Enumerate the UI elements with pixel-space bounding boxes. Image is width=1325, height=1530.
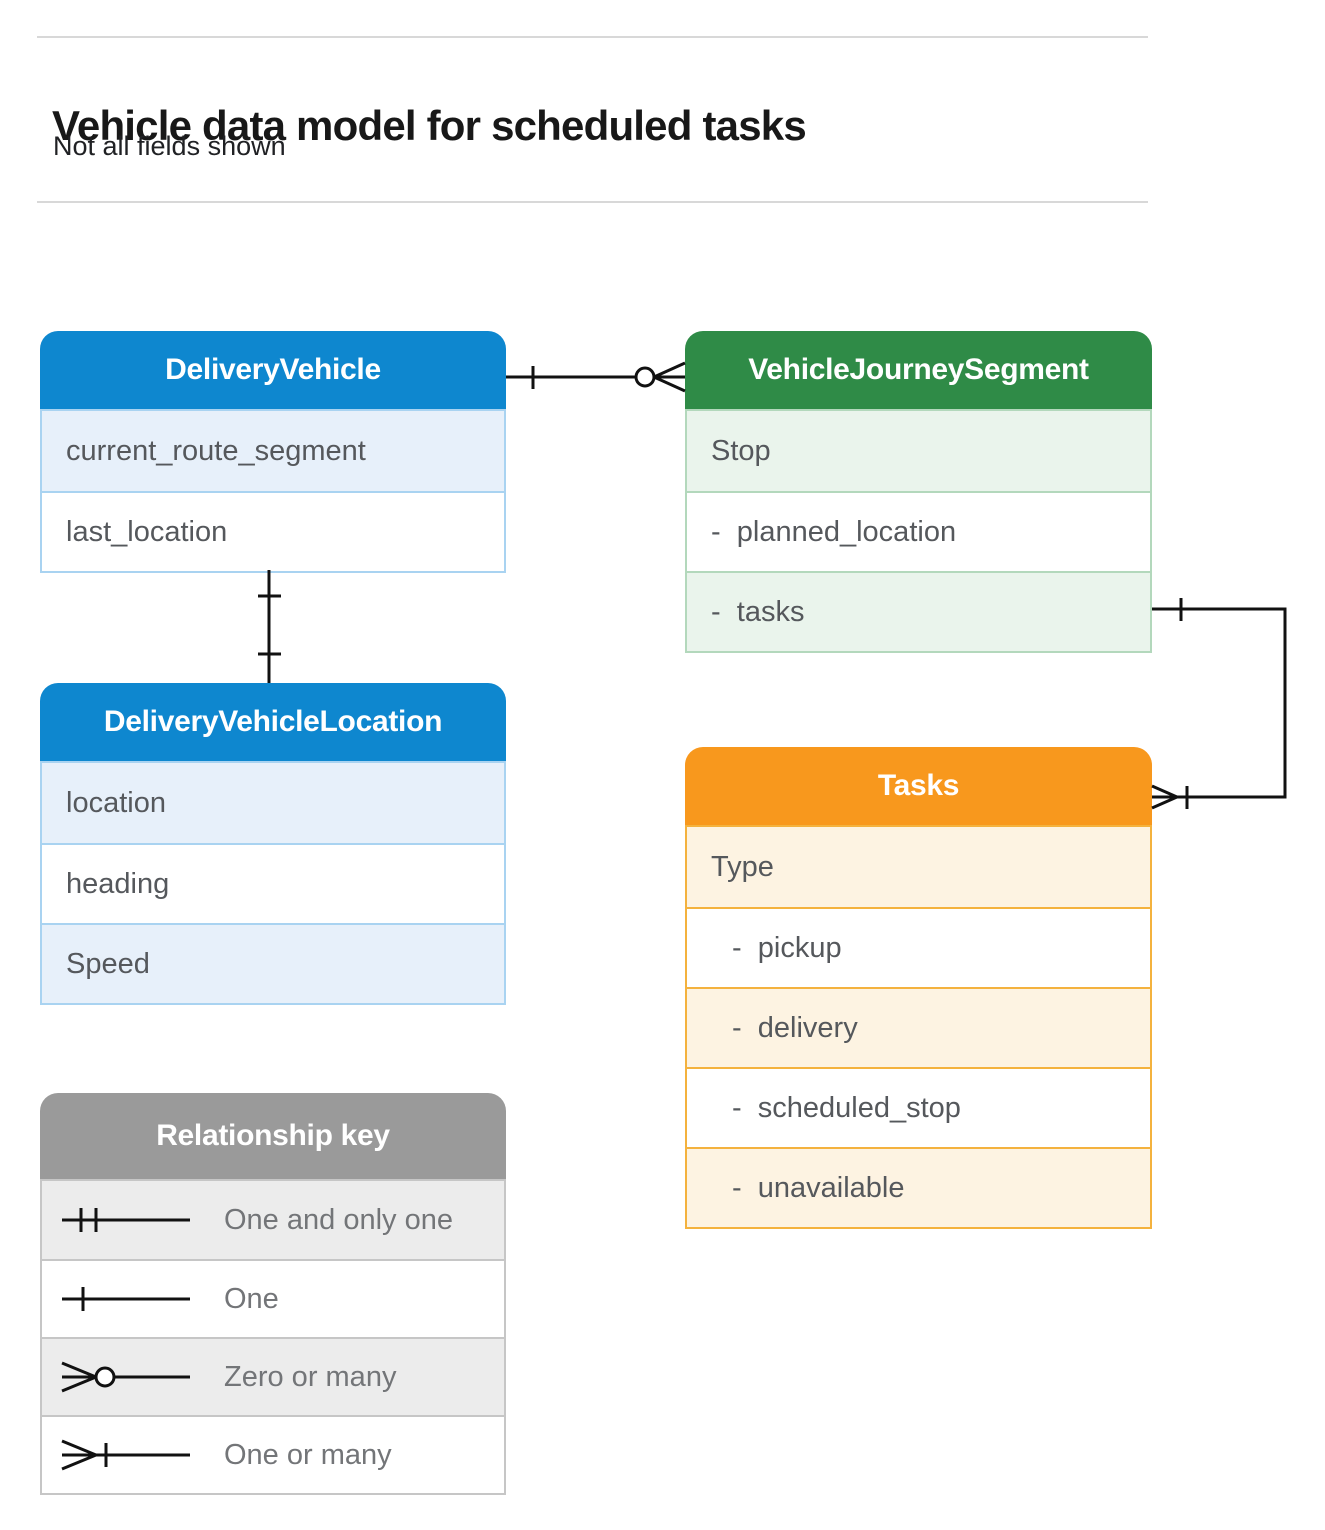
connector-vehiclejourneysegment-tasks-to-tasks bbox=[1151, 598, 1287, 810]
field-label: - planned_location bbox=[711, 515, 957, 548]
field-row: - planned_location bbox=[687, 491, 1150, 571]
connector-deliveryvehicle-to-deliveryvehiclelocation bbox=[258, 570, 281, 683]
field-label: Speed bbox=[66, 947, 150, 980]
top-divider bbox=[37, 36, 1148, 38]
entity-tasks: Tasks Type - pickup - delivery - schedul… bbox=[685, 747, 1152, 1229]
field-label: - delivery bbox=[732, 1011, 858, 1044]
field-label: location bbox=[66, 786, 166, 819]
entity-delivery-vehicle-location: DeliveryVehicleLocation location heading… bbox=[40, 683, 506, 1005]
legend-row: One or many bbox=[42, 1415, 504, 1493]
field-row: - unavailable bbox=[687, 1147, 1150, 1227]
field-row: last_location bbox=[42, 491, 504, 571]
field-label: current_route_segment bbox=[66, 434, 366, 467]
zero-or-many-symbol bbox=[61, 1361, 190, 1393]
legend-label: One bbox=[224, 1282, 279, 1315]
field-row: Speed bbox=[42, 923, 504, 1003]
entity-title: DeliveryVehicleLocation bbox=[103, 705, 443, 738]
page-title: Vehicle data model for scheduled tasks bbox=[52, 102, 807, 150]
connector-deliveryvehicle-to-vehiclejourneysegment bbox=[506, 361, 686, 393]
field-row: current_route_segment bbox=[42, 411, 504, 491]
field-label: - pickup bbox=[732, 931, 842, 964]
title-divider bbox=[37, 201, 1148, 203]
field-label: last_location bbox=[66, 515, 228, 548]
field-row: heading bbox=[42, 843, 504, 923]
relationship-key: Relationship key One and only one One bbox=[40, 1093, 506, 1495]
field-row: - tasks bbox=[687, 571, 1150, 651]
entity-title: Tasks bbox=[877, 769, 960, 802]
legend-label: One or many bbox=[224, 1438, 392, 1471]
field-label: - scheduled_stop bbox=[732, 1091, 961, 1124]
field-row: - pickup bbox=[687, 907, 1150, 987]
field-row: Type bbox=[687, 827, 1150, 907]
legend-label: One and only one bbox=[224, 1203, 453, 1236]
field-label: heading bbox=[66, 867, 170, 900]
field-label: - unavailable bbox=[732, 1171, 905, 1204]
legend-row: One and only one bbox=[42, 1181, 504, 1259]
one-symbol bbox=[62, 1287, 190, 1311]
legend-row: One bbox=[42, 1259, 504, 1337]
field-row: location bbox=[42, 763, 504, 843]
field-label: - tasks bbox=[711, 595, 805, 628]
legend-label: Zero or many bbox=[224, 1360, 397, 1393]
one-or-many-symbol bbox=[61, 1439, 190, 1471]
field-row: Stop bbox=[687, 411, 1150, 491]
entity-delivery-vehicle: DeliveryVehicle current_route_segment la… bbox=[40, 331, 506, 573]
page-subtitle: Not all fields shown bbox=[53, 131, 286, 161]
entity-vehicle-journey-segment: VehicleJourneySegment Stop - planned_loc… bbox=[685, 331, 1152, 653]
field-row: - delivery bbox=[687, 987, 1150, 1067]
entity-title: VehicleJourneySegment bbox=[748, 353, 1089, 386]
relationship-key-title: Relationship key bbox=[156, 1119, 390, 1152]
legend-row: Zero or many bbox=[42, 1337, 504, 1415]
entity-vehicle-journey-segment-header: VehicleJourneySegment bbox=[685, 331, 1152, 409]
field-label: Type bbox=[711, 850, 774, 883]
entity-delivery-vehicle-location-header: DeliveryVehicleLocation bbox=[40, 683, 506, 761]
field-row: - scheduled_stop bbox=[687, 1067, 1150, 1147]
entity-tasks-header: Tasks bbox=[685, 747, 1152, 825]
entity-delivery-vehicle-header: DeliveryVehicle bbox=[40, 331, 506, 409]
relationship-key-header: Relationship key bbox=[40, 1093, 506, 1179]
entity-title: DeliveryVehicle bbox=[165, 353, 381, 386]
one-and-only-one-symbol bbox=[62, 1208, 190, 1232]
field-label: Stop bbox=[711, 434, 771, 467]
